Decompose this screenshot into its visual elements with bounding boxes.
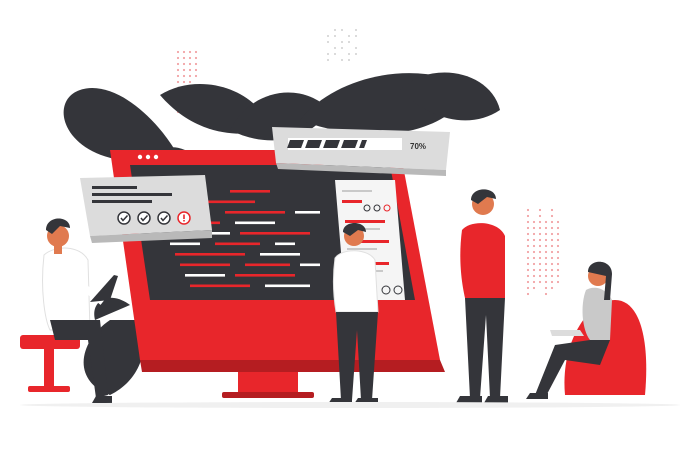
check-icon	[381, 285, 391, 295]
window-dots	[137, 154, 159, 160]
leaf-decoration	[63, 72, 500, 395]
check-icon	[393, 285, 403, 295]
check-icon	[117, 211, 131, 225]
person-on-beanbag	[526, 261, 647, 399]
floor-shadow	[20, 402, 680, 408]
checklist-icons	[117, 211, 191, 225]
person-standing-center	[328, 223, 379, 404]
checklist-card	[80, 175, 212, 243]
check-icon	[373, 204, 381, 212]
person-with-laptop	[20, 218, 118, 403]
check-icon	[363, 204, 371, 212]
dot-pattern-right	[526, 208, 560, 296]
alert-icon	[383, 204, 391, 212]
check-icon	[137, 211, 151, 225]
progress-label: 70%	[410, 142, 426, 151]
person-standing-right	[456, 189, 508, 403]
dot-pattern-top-grey	[327, 29, 357, 61]
check-icon	[157, 211, 171, 225]
alert-icon	[177, 211, 191, 225]
progress-card: 70%	[272, 127, 450, 176]
progress-bar	[287, 138, 402, 150]
